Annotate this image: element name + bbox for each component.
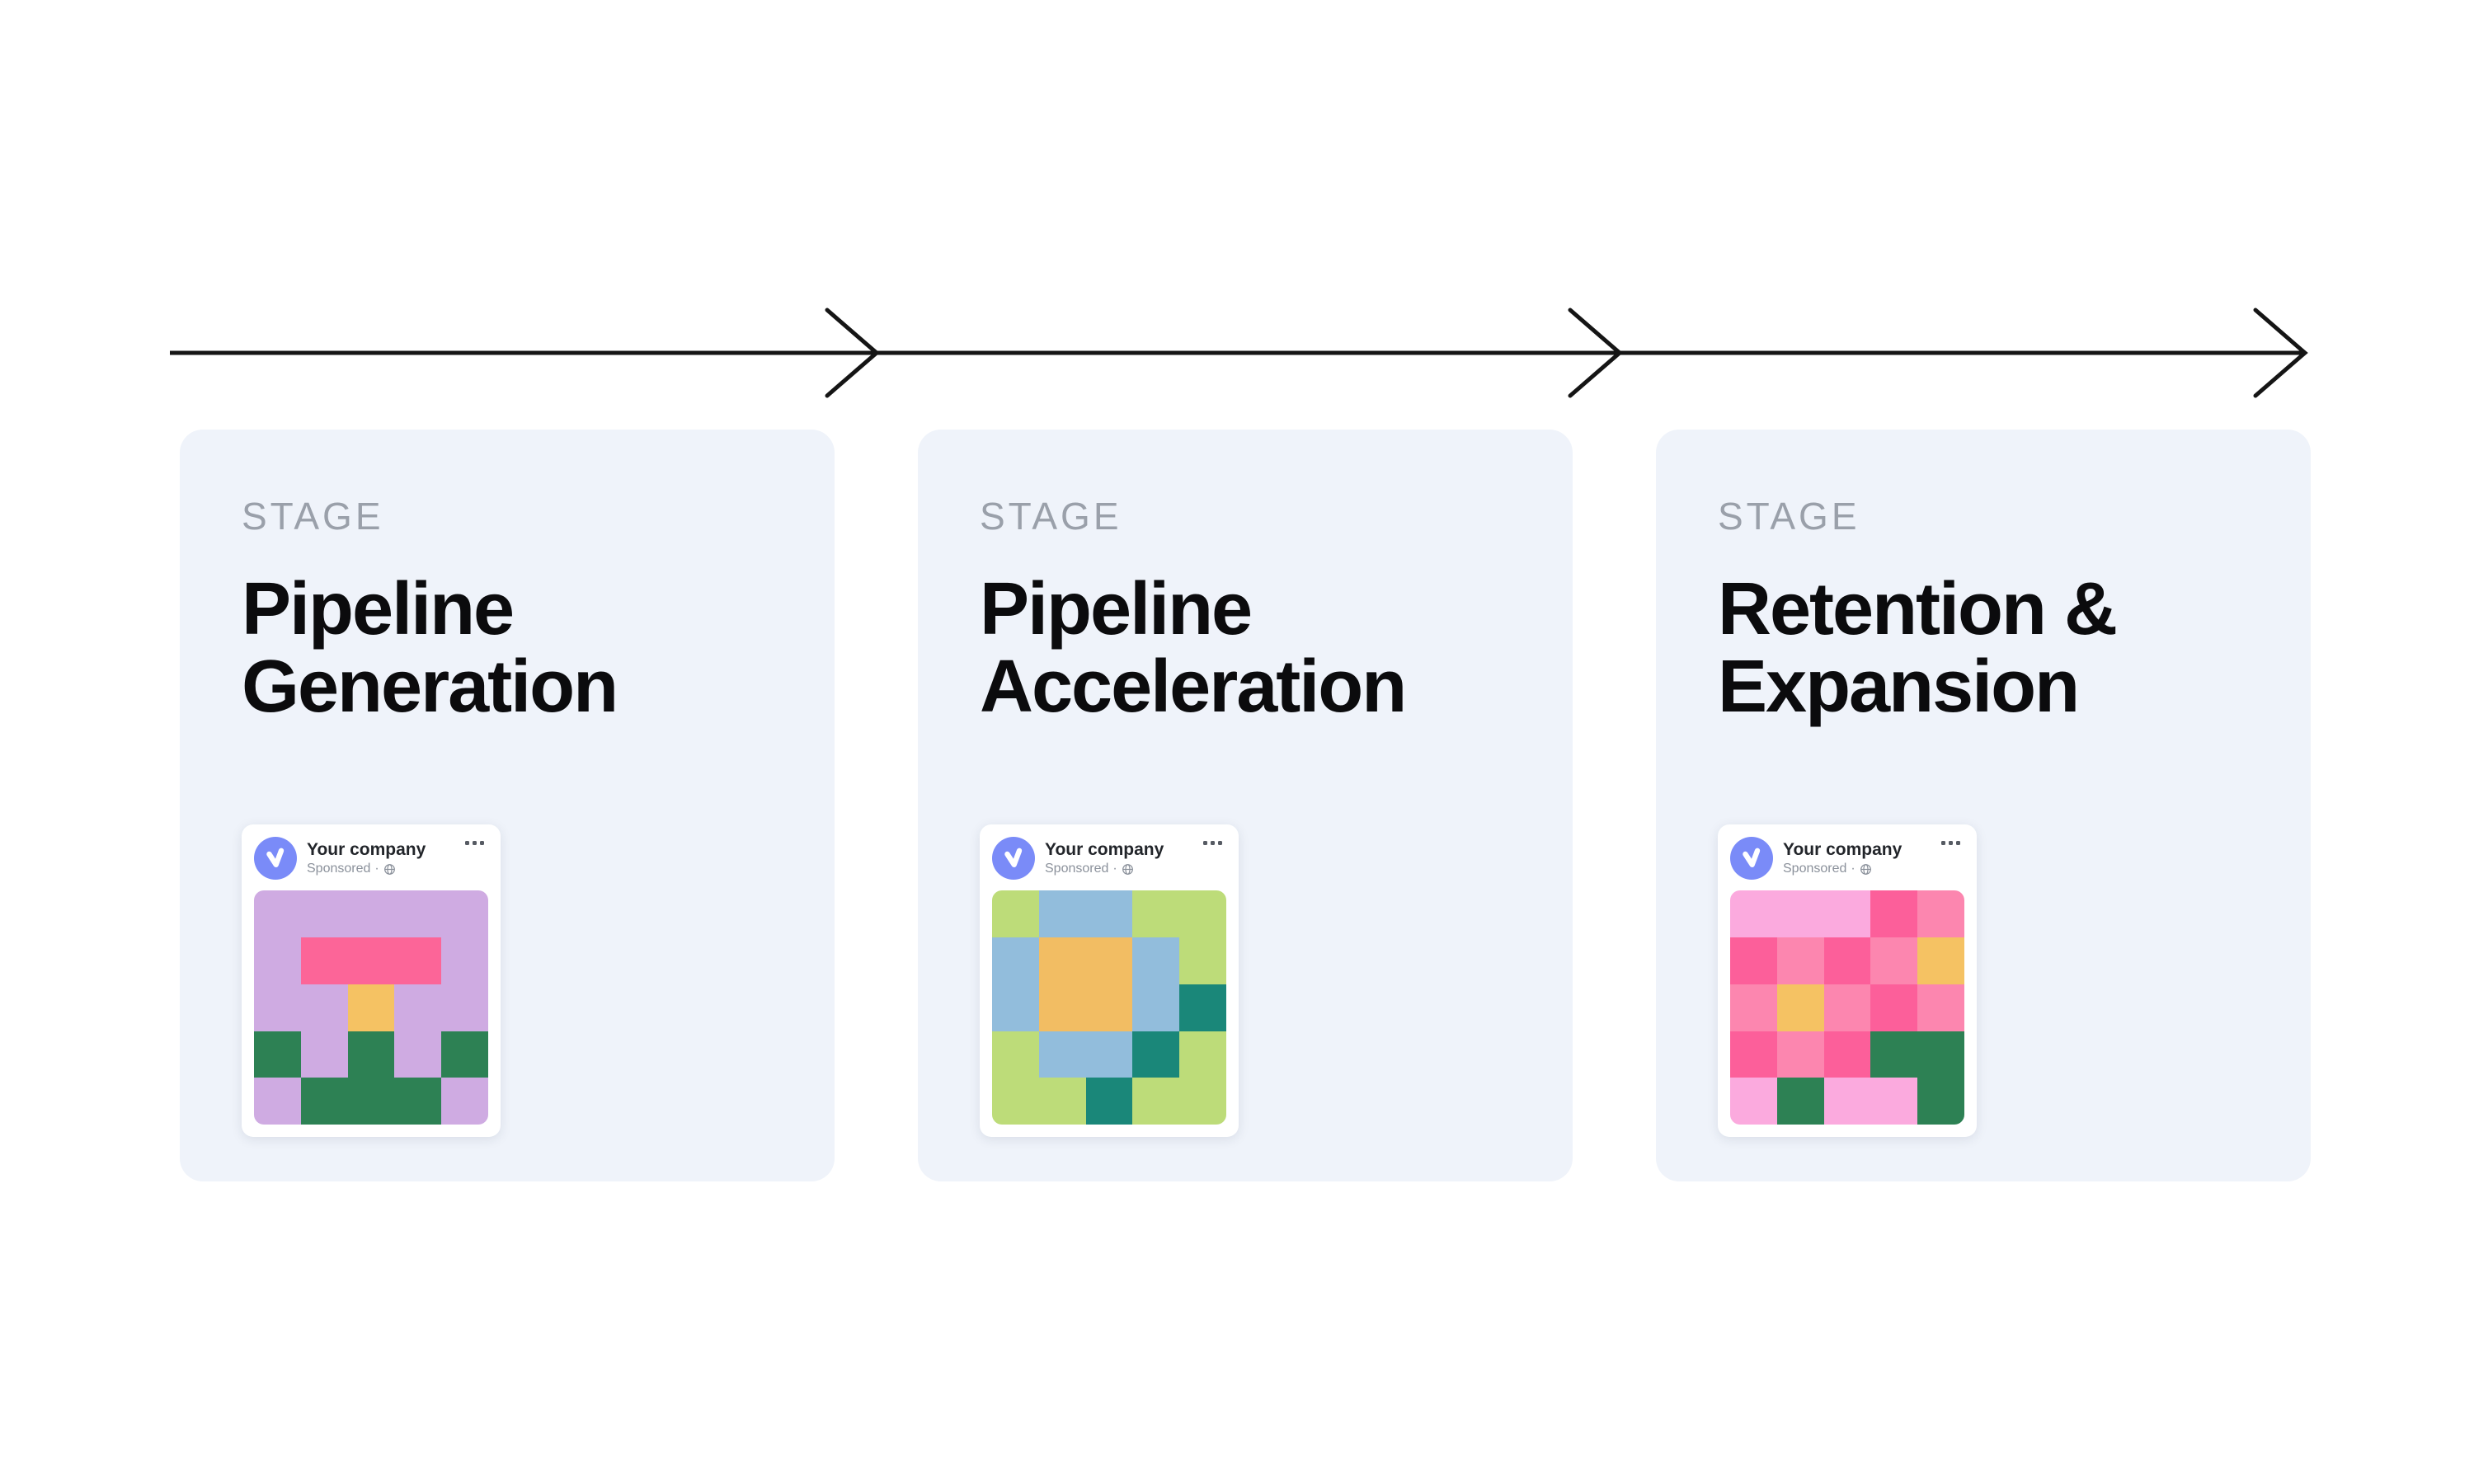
more-options-icon[interactable] — [1200, 838, 1225, 848]
ad-meta: Sponsored · — [307, 862, 426, 876]
stage-eyebrow: STAGE — [242, 495, 384, 538]
stage-card-pipeline-generation: STAGE Pipeline Generation Your company S… — [180, 430, 835, 1181]
sponsored-label: Sponsored — [1783, 862, 1847, 876]
ad-creative-pixel-art — [1730, 890, 1964, 1125]
more-options-icon[interactable] — [1938, 838, 1964, 848]
ad-header: Your company Sponsored · — [992, 837, 1226, 881]
ad-meta: Sponsored · — [1045, 862, 1164, 876]
meta-separator: · — [1851, 862, 1856, 876]
ad-creative-pixel-art — [992, 890, 1226, 1125]
ad-identity: Your company Sponsored · — [1045, 840, 1164, 876]
stage-card-retention-expansion: STAGE Retention & Expansion Your company… — [1656, 430, 2311, 1181]
ad-brand-name: Your company — [1045, 840, 1164, 860]
meta-separator: · — [374, 862, 379, 876]
globe-icon — [383, 863, 395, 875]
brand-v-logo-icon — [1730, 837, 1773, 881]
sponsored-ad-thumbnail: Your company Sponsored · — [242, 824, 501, 1138]
ad-brand-name: Your company — [1783, 840, 1903, 860]
stage-title: Retention & Expansion — [1718, 568, 2118, 728]
sponsored-ad-thumbnail: Your company Sponsored · — [1718, 824, 1977, 1138]
ad-creative-pixel-art — [254, 890, 488, 1125]
meta-separator: · — [1112, 862, 1117, 876]
globe-icon — [1122, 863, 1133, 875]
sponsored-ad-thumbnail: Your company Sponsored · — [980, 824, 1239, 1138]
brand-v-logo-icon — [254, 837, 297, 881]
brand-v-logo-icon — [992, 837, 1035, 881]
stage-eyebrow: STAGE — [980, 495, 1122, 538]
ad-identity: Your company Sponsored · — [307, 840, 426, 876]
more-options-icon[interactable] — [462, 838, 487, 848]
ad-brand-name: Your company — [307, 840, 426, 860]
stage-card-pipeline-acceleration: STAGE Pipeline Acceleration Your company… — [918, 430, 1573, 1181]
ad-header: Your company Sponsored · — [254, 837, 488, 881]
globe-icon — [1860, 863, 1871, 875]
stage-eyebrow: STAGE — [1718, 495, 1860, 538]
stages-row: STAGE Pipeline Generation Your company S… — [180, 430, 2311, 1181]
stage-title: Pipeline Generation — [242, 568, 618, 728]
ad-meta: Sponsored · — [1783, 862, 1902, 876]
sponsored-label: Sponsored — [307, 862, 371, 876]
ad-identity: Your company Sponsored · — [1783, 840, 1902, 876]
sponsored-label: Sponsored — [1045, 862, 1109, 876]
ad-header: Your company Sponsored · — [1730, 837, 1964, 881]
stage-title: Pipeline Acceleration — [980, 568, 1407, 728]
